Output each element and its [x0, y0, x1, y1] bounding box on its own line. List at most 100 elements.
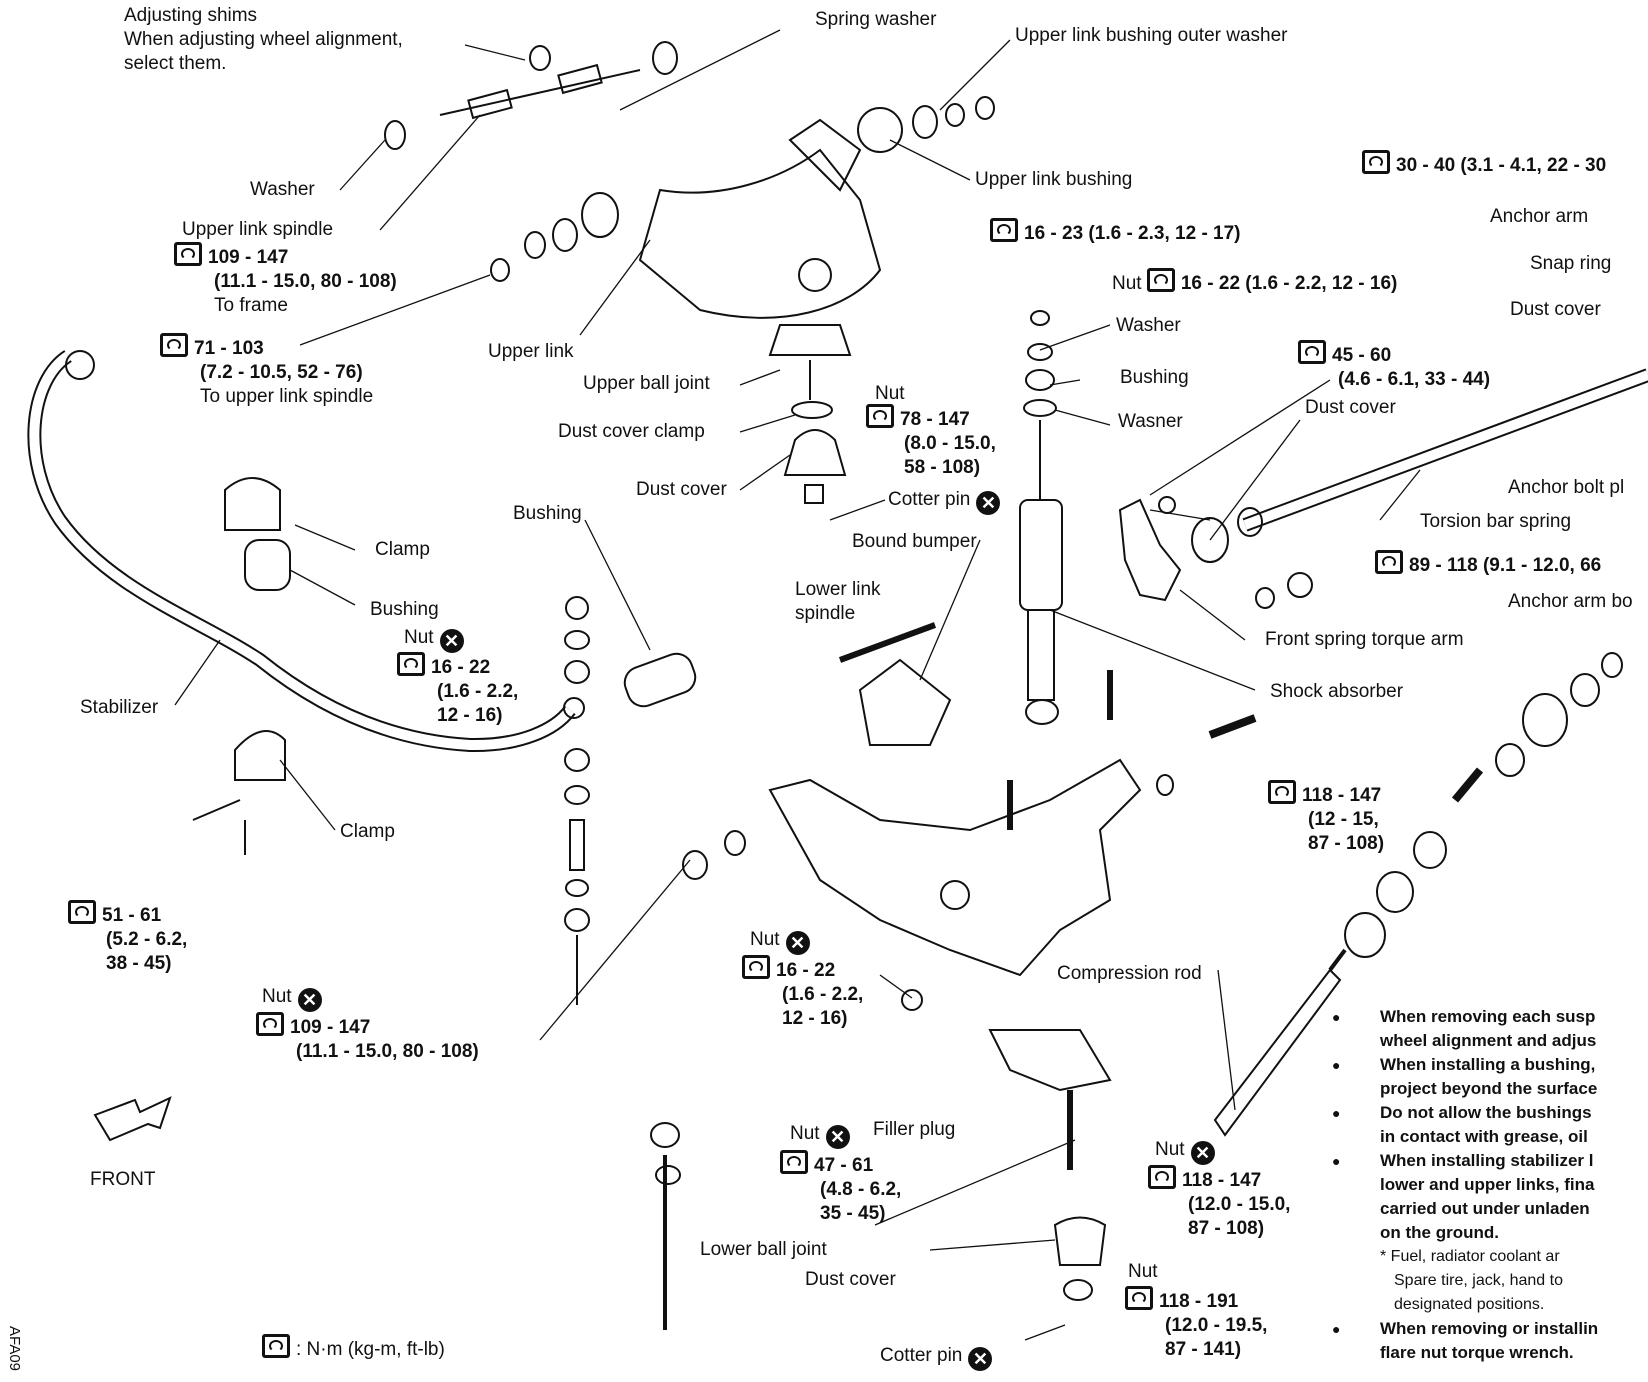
- upper-ball-joint: [768, 324, 852, 356]
- torque-109-147-frame: 109 - 147 (11.1 - 15.0, 80 - 108) To fra…: [174, 242, 397, 318]
- bushing-shock-label: Bushing: [1120, 367, 1189, 388]
- anchor-arm-bolt-label: Anchor arm bo: [1508, 591, 1633, 612]
- torsion-bar-spring-label: Torsion bar spring: [1420, 511, 1572, 532]
- bushing-lower-label: Bushing: [513, 503, 582, 524]
- upper-ball-joint-label: Upper ball joint: [583, 373, 710, 394]
- torque-30-40: 30 - 40 (3.1 - 4.1, 22 - 30: [1362, 150, 1606, 178]
- torque-icon: [160, 333, 188, 357]
- clamp-upper-label: Clamp: [375, 539, 430, 560]
- bound-bumper: [858, 658, 952, 746]
- replace-icon: ✕: [439, 629, 464, 653]
- torque-icon: [262, 1334, 290, 1358]
- torque-109-147-lower: 109 - 147 (11.1 - 15.0, 80 - 108): [256, 1012, 479, 1064]
- nut-filler-label: Nut✕: [790, 1122, 850, 1149]
- torque-icon: [780, 1150, 808, 1174]
- torque-icon: [742, 955, 770, 979]
- nut-torque-16-22-top: Nut 16 - 22 (1.6 - 2.2, 12 - 16): [1112, 268, 1397, 296]
- torque-45-60: 45 - 60 (4.6 - 6.1, 33 - 44): [1298, 340, 1490, 392]
- nut-bottom-label: Nut: [1128, 1261, 1158, 1282]
- torque-icon: [1298, 340, 1326, 364]
- torque-icon: [397, 652, 425, 676]
- torque-icon: [1148, 1165, 1176, 1189]
- nut-mid-label: Nut: [875, 383, 905, 404]
- torque-icon: [1125, 1286, 1153, 1310]
- replace-icon: ✕: [297, 988, 322, 1012]
- torque-89-118: 89 - 118 (9.1 - 12.0, 66: [1375, 550, 1601, 578]
- nut-lower-left-label: Nut✕: [262, 985, 322, 1012]
- filler-plug-label: Filler plug: [873, 1119, 956, 1140]
- anchor-bolt-label: Anchor bolt pl: [1508, 477, 1625, 498]
- torque-icon: [990, 218, 1018, 242]
- torque-118-147-comp: 118 - 147 (12.0 - 15.0, 87 - 108): [1148, 1165, 1290, 1241]
- snap-ring-label: Snap ring: [1530, 253, 1612, 274]
- stabilizer-clamp-lower: [234, 730, 286, 781]
- replace-icon: ✕: [825, 1125, 850, 1149]
- replace-icon: ✕: [785, 931, 810, 955]
- upper-link-spindle-rod: [439, 69, 641, 116]
- lower-ball-joint-label: Lower ball joint: [700, 1239, 827, 1260]
- torque-icon: [68, 900, 96, 924]
- cotter-pin-lower-label: Cotter pin✕: [880, 1344, 993, 1371]
- torque-51-61: 51 - 61 (5.2 - 6.2, 38 - 45): [68, 900, 187, 976]
- replace-icon: ✕: [1190, 1141, 1215, 1165]
- torque-icon: [1362, 150, 1390, 174]
- replace-icon: ✕: [976, 491, 1001, 515]
- spring-washer-label: Spring washer: [815, 9, 937, 30]
- clamp-lower-label: Clamp: [340, 821, 395, 842]
- torque-78-147: 78 - 147 (8.0 - 15.0, 58 - 108): [866, 404, 996, 480]
- dust-cover-lower: [1053, 1216, 1107, 1266]
- stabilizer-end-eye: [65, 350, 95, 380]
- torque-71-103: 71 - 103 (7.2 - 10.5, 52 - 76) To upper …: [160, 333, 373, 409]
- upper-link-bushing-label: Upper link bushing: [975, 169, 1133, 190]
- torque-16-22-lower: 16 - 22 (1.6 - 2.2, 12 - 16): [742, 955, 863, 1031]
- dust-cover-upper-label: Dust cover: [636, 479, 727, 500]
- nut-comp-label: Nut✕: [1155, 1138, 1215, 1165]
- dust-cover-clamp-label: Dust cover clamp: [558, 421, 705, 442]
- stabilizer-bushing: [244, 539, 291, 591]
- washer-label: Washer: [250, 179, 315, 200]
- washer-bottom-label: Wasner: [1118, 411, 1183, 432]
- dust-cover-torsion-label: Dust cover: [1305, 397, 1396, 418]
- compression-rod-label: Compression rod: [1057, 963, 1202, 984]
- bound-bumper-label: Bound bumper: [852, 531, 977, 552]
- torque-118-191: 118 - 191 (12.0 - 19.5, 87 - 141): [1125, 1286, 1267, 1362]
- stabilizer-label: Stabilizer: [80, 697, 159, 718]
- stabilizer-clamp-upper: [224, 477, 281, 531]
- cotter-pin-upper-label: Cotter pin✕: [888, 488, 1001, 515]
- nut-stabilizer-label: Nut✕: [404, 626, 464, 653]
- replace-icon: ✕: [968, 1347, 993, 1371]
- bushing-clamp-label: Bushing: [370, 599, 439, 620]
- compression-rod: [1213, 968, 1342, 1137]
- torque-icon: [174, 242, 202, 266]
- torque-legend: : N·m (kg-m, ft-lb): [262, 1334, 445, 1362]
- upper-ball-joint-seat: [798, 258, 832, 292]
- lower-link-arm: [768, 758, 1142, 977]
- upper-link-label: Upper link: [488, 341, 574, 362]
- washer-top-label: Washer: [1116, 315, 1181, 336]
- dust-cover-upper: [783, 429, 847, 476]
- figure-id: AFA09: [6, 1325, 24, 1372]
- dust-cover-right-label: Dust cover: [1510, 299, 1601, 320]
- torque-icon: [1375, 550, 1403, 574]
- torque-16-23: 16 - 23 (1.6 - 2.3, 12 - 17): [990, 218, 1241, 246]
- front-label: FRONT: [90, 1169, 156, 1190]
- lower-bushing: [623, 652, 697, 708]
- lower-link-spindle-label: Lower link spindle: [795, 579, 881, 624]
- front-spring-torque-arm: [1118, 498, 1182, 602]
- shock-absorber-body: [1019, 499, 1063, 611]
- torque-118-147-right: 118 - 147 (12 - 15, 87 - 108): [1268, 780, 1384, 856]
- front-arrow: [93, 1096, 172, 1142]
- nut-lower-mid-label: Nut✕: [750, 928, 810, 955]
- note-item: When installing a bushing,project beyond…: [1332, 1053, 1648, 1101]
- shock-absorber-label: Shock absorber: [1270, 681, 1404, 702]
- torque-icon: [1268, 780, 1296, 804]
- anchor-arm-label: Anchor arm: [1490, 206, 1589, 227]
- lower-ball-joint: [988, 1029, 1112, 1092]
- torque-16-22-stab: 16 - 22 (1.6 - 2.2, 12 - 16): [397, 652, 518, 728]
